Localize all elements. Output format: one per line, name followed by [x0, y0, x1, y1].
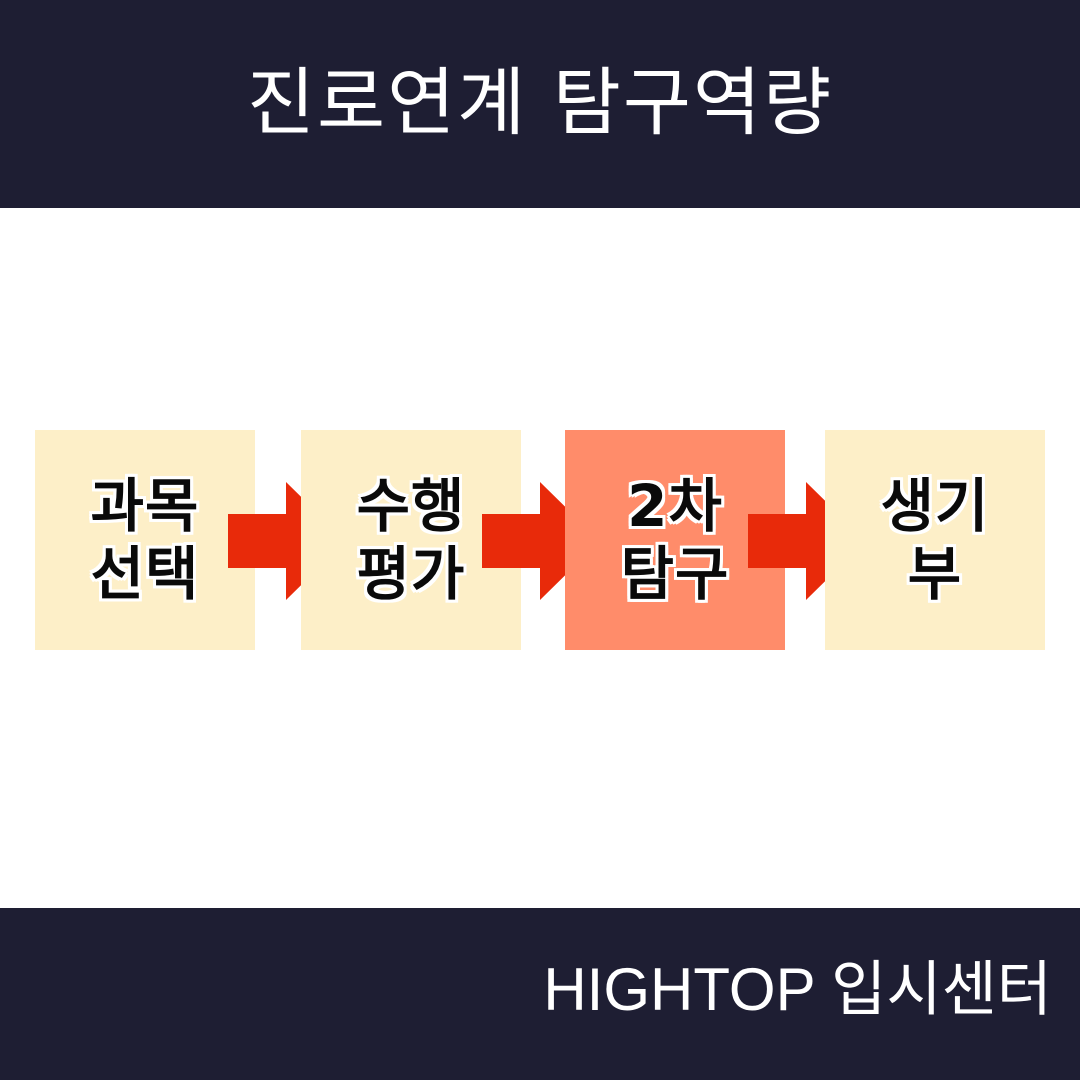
step-box-subject-selection: 과목 선택	[35, 430, 255, 650]
step-label: 2차 탐구	[620, 472, 730, 608]
step-label: 과목 선택	[90, 472, 200, 608]
step-box-student-record: 생기 부	[825, 430, 1045, 650]
arrow-right-icon	[228, 482, 346, 600]
arrow-right-icon	[748, 482, 866, 600]
arrow-right-icon	[482, 482, 600, 600]
brand-name: HIGHTOP 입시센터	[543, 956, 1052, 1023]
footer-band: HIGHTOP 입시센터	[0, 908, 1080, 1080]
header-band: 진로연계 탐구역량	[0, 0, 1080, 208]
step-label: 수행 평가	[356, 472, 466, 608]
step-box-performance-assessment: 수행 평가	[301, 430, 521, 650]
page-title: 진로연계 탐구역량	[246, 60, 834, 146]
step-label: 생기 부	[880, 472, 990, 608]
